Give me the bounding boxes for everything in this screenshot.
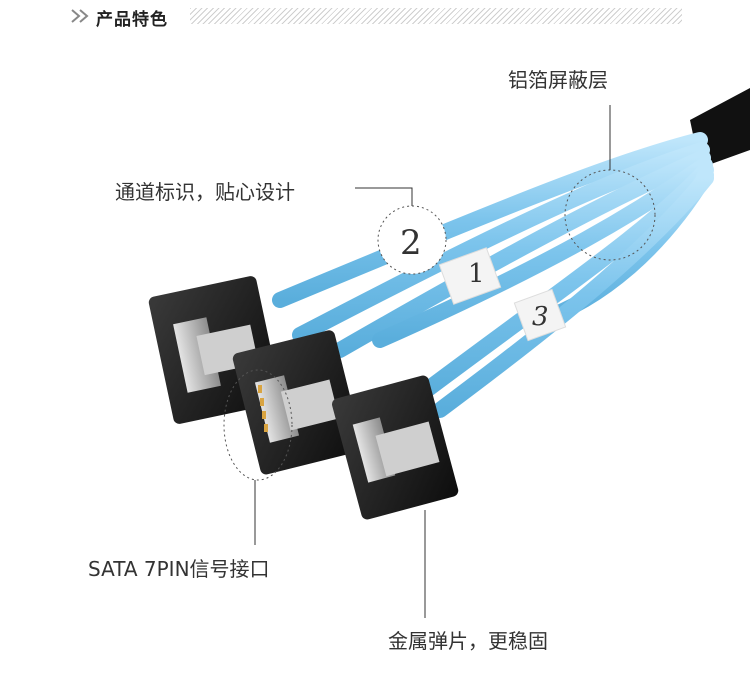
- blue-cables: [272, 132, 714, 418]
- callout-channel-label: 通道标识，贴心设计: [115, 180, 295, 204]
- channel-number-1: 1: [468, 259, 485, 289]
- section-title: 产品特色: [96, 10, 168, 30]
- callout-leaders: [254, 105, 611, 618]
- header-hatch-divider: [190, 8, 682, 24]
- sata-connector-2: [232, 330, 363, 475]
- pin-highlight-ellipse: [223, 369, 293, 481]
- channel-number-3: 3: [532, 302, 549, 332]
- section-header: 产品特色: [70, 2, 682, 32]
- callout-shield-label: 铝箔屏蔽层: [508, 68, 608, 92]
- callout-clip-label: 金属弹片，更稳固: [388, 629, 548, 653]
- sata-connector-3: [332, 375, 459, 520]
- channel-number-2: 2: [400, 223, 422, 263]
- double-chevron-icon: [71, 9, 89, 23]
- channel-sleeves: [438, 247, 567, 342]
- callout-sata-label: SATA 7PIN信号接口: [88, 557, 270, 581]
- channel-2-highlight-circle: [377, 205, 447, 275]
